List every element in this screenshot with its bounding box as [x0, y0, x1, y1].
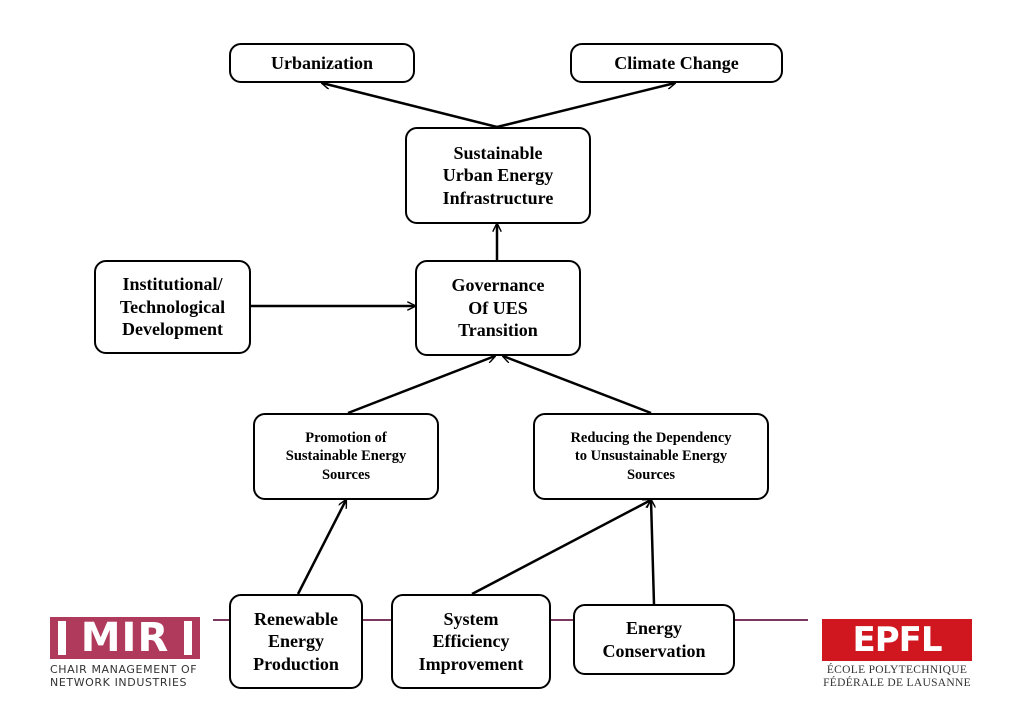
node-renewable-production: Renewable Energy Production [229, 594, 363, 689]
edge-promotion-to-governance [347, 356, 495, 415]
mir-logo-line2: NETWORK INDUSTRIES [50, 676, 188, 689]
node-sustainable-infrastructure: Sustainable Urban Energy Infrastructure [405, 127, 591, 224]
node-institutional-development: Institutional/ Technological Development [94, 260, 251, 354]
edge-renewable-to-promotion [296, 500, 346, 595]
node-efficiency-improvement: System Efficiency Improvement [391, 594, 551, 689]
node-governance: Governance Of UES Transition [415, 260, 581, 356]
epfl-logo-line1: ÉCOLE POLYTECHNIQUE [826, 664, 968, 676]
epfl-logo-line2: FÉDÉRALE DE LAUSANNE [823, 677, 971, 689]
node-climate-change: Climate Change [570, 43, 783, 83]
edge-infra-to-urbanization [322, 83, 498, 129]
epfl-logo-mark: EPFL [852, 620, 942, 660]
node-urbanization: Urbanization [229, 43, 415, 83]
epfl-logo: EPFL ÉCOLE POLYTECHNIQUE FÉDÉRALE DE LAU… [822, 619, 974, 693]
edge-conservation-to-reducing [651, 500, 654, 605]
edge-efficiency-to-reducing [471, 500, 651, 596]
mir-logo-bar: MIR [50, 615, 200, 661]
node-reducing-dependency: Reducing the Dependency to Unsustainable… [533, 413, 769, 500]
mir-logo: MIR CHAIR MANAGEMENT OF NETWORK INDUSTRI… [50, 615, 202, 691]
node-promotion: Promotion of Sustainable Energy Sources [253, 413, 439, 500]
epfl-logo-bar: EPFL [822, 619, 972, 661]
mir-logo-mark: MIR [80, 615, 170, 661]
edge-reducing-to-governance [503, 356, 652, 415]
mir-logo-line1: CHAIR MANAGEMENT OF [50, 663, 198, 676]
edge-infra-to-climate [496, 83, 675, 129]
node-energy-conservation: Energy Conservation [573, 604, 735, 675]
